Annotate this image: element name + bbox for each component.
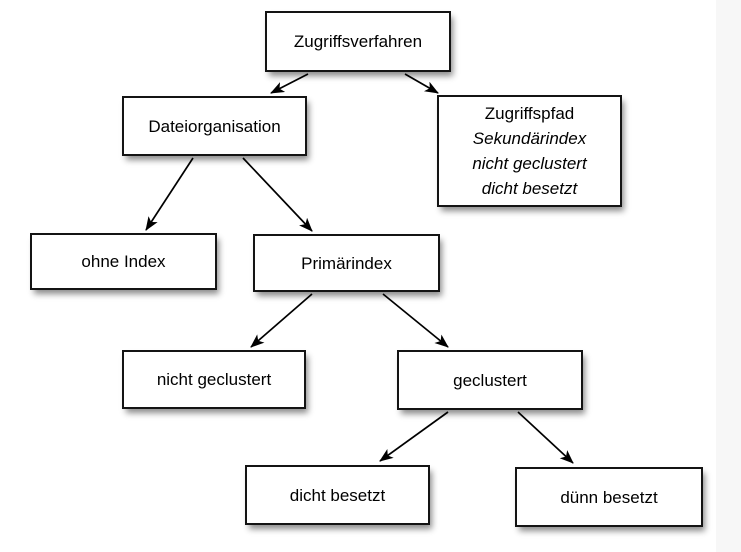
arrow-dateiorganisation-to-ohne-index xyxy=(145,157,194,231)
node-zugriffsverfahren: Zugriffsverfahren xyxy=(265,11,451,72)
node-label-secondary: Sekundärindex xyxy=(472,129,587,148)
arrow-primaerindex-to-nicht-geclustert xyxy=(250,293,313,348)
node-geclustert: geclustert xyxy=(397,350,583,410)
arrow-zugriffsverfahren-to-zugriffspfad xyxy=(404,73,439,94)
node-primaerindex: Primärindex xyxy=(253,234,440,292)
node-ohne-index: ohne Index xyxy=(30,233,217,290)
node-dicht-besetzt: dicht besetzt xyxy=(245,465,430,525)
node-label-secondary: dicht besetzt xyxy=(481,179,578,198)
node-dateiorganisation: Dateiorganisation xyxy=(122,96,307,156)
node-zugriffspfad: Zugriffspfad Sekundärindex nicht geclust… xyxy=(437,95,622,207)
node-label: Zugriffsverfahren xyxy=(293,32,423,51)
node-label: Zugriffspfad xyxy=(484,104,575,123)
node-label: geclustert xyxy=(453,370,527,390)
node-duenn-besetzt: dünn besetzt xyxy=(515,467,703,527)
arrow-dateiorganisation-to-primaerindex xyxy=(242,157,313,232)
node-label: Primärindex xyxy=(301,253,392,273)
node-label-secondary: nicht geclustert xyxy=(472,154,587,173)
node-nicht-geclustert: nicht geclustert xyxy=(122,350,306,409)
arrow-primaerindex-to-geclustert xyxy=(382,293,449,348)
arrow-zugriffsverfahren-to-dateiorganisation xyxy=(270,73,309,94)
page-edge-strip xyxy=(716,0,741,552)
node-label: Dateiorganisation xyxy=(148,116,281,136)
arrow-geclustert-to-duenn-besetzt xyxy=(517,411,574,464)
node-label: dünn besetzt xyxy=(560,487,658,507)
node-label: nicht geclustert xyxy=(156,370,272,389)
node-label: ohne Index xyxy=(81,252,166,271)
node-label: dicht besetzt xyxy=(289,485,386,505)
arrow-geclustert-to-dicht-besetzt xyxy=(379,411,449,462)
